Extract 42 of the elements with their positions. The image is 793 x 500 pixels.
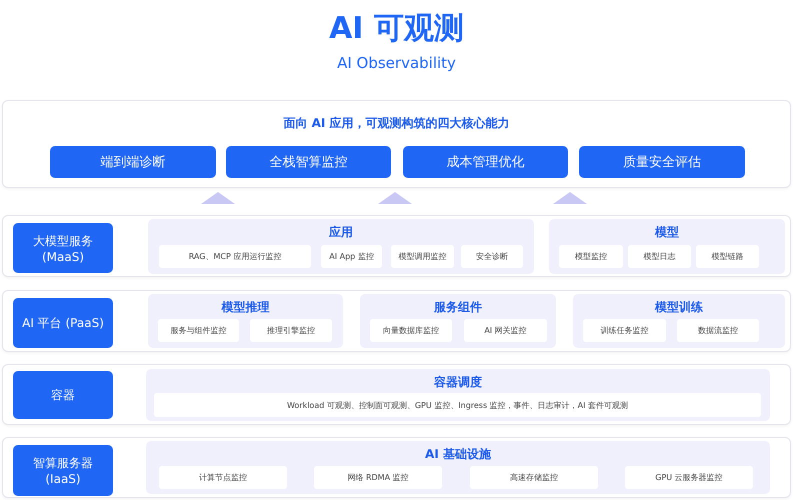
section-heading: 容器调度 <box>433 374 483 391</box>
section-heading: AI 基础设施 <box>424 446 492 463</box>
metric-box: GPU 云服务器监控 <box>625 466 753 489</box>
section-heading: 模型训练 <box>654 299 704 316</box>
layer-row <box>2 437 791 498</box>
metric-box: 向量数据库监控 <box>370 319 452 342</box>
subtitle: AI Observability <box>336 54 457 72</box>
metric-box: 模型链路 <box>696 245 759 268</box>
layer-label-box: 容器 <box>13 371 113 419</box>
capability-box: 成本管理优化 <box>403 146 568 178</box>
metric-box: Workload 可观测、控制面可观测、GPU 监控、Ingress 监控，事件、日志审计，AI 套件可观测 <box>154 393 761 417</box>
title: AI 可观测 <box>328 10 465 48</box>
metric-box: 训练任务监控 <box>583 319 666 342</box>
metric-box: 模型监控 <box>559 245 623 268</box>
metric-box: 计算节点监控 <box>159 466 287 489</box>
metric-box: AI 网关监控 <box>464 319 547 342</box>
layer-label-box: 智算服务器 (IaaS) <box>13 445 113 496</box>
metric-box: 安全诊断 <box>461 245 523 268</box>
layer-label-box: AI 平台 (PaaS) <box>13 298 113 348</box>
metric-box: 网络 RDMA 监控 <box>314 466 442 489</box>
capability-panel <box>2 100 791 188</box>
layer-row <box>2 215 791 277</box>
section-heading: 面向 AI 应用，可观测构筑的四大核心能力 <box>282 115 511 132</box>
metric-box: AI App 监控 <box>321 245 382 268</box>
metric-box: RAG、MCP 应用运行监控 <box>159 245 311 268</box>
metric-box: 数据流监控 <box>677 319 759 342</box>
layer-row <box>2 364 791 425</box>
capability-box: 端到端诊断 <box>50 146 216 178</box>
layer-row <box>2 290 791 352</box>
metric-box: 服务与组件监控 <box>158 319 239 342</box>
section-heading: 应用 <box>328 224 354 241</box>
metric-box: 模型调用监控 <box>391 245 454 268</box>
capability-box: 全栈智算监控 <box>226 146 391 178</box>
section-heading: 模型推理 <box>220 299 270 316</box>
section-heading: 模型 <box>654 224 680 241</box>
metric-box: 模型日志 <box>628 245 691 268</box>
metric-box: 高速存储监控 <box>470 466 598 489</box>
module-group <box>549 219 785 274</box>
capability-box: 质量安全评估 <box>579 146 745 178</box>
metric-box: 推理引擎监控 <box>250 319 332 342</box>
section-heading: 服务组件 <box>432 299 483 316</box>
layer-label-box: 大模型服务 (MaaS) <box>13 223 113 273</box>
